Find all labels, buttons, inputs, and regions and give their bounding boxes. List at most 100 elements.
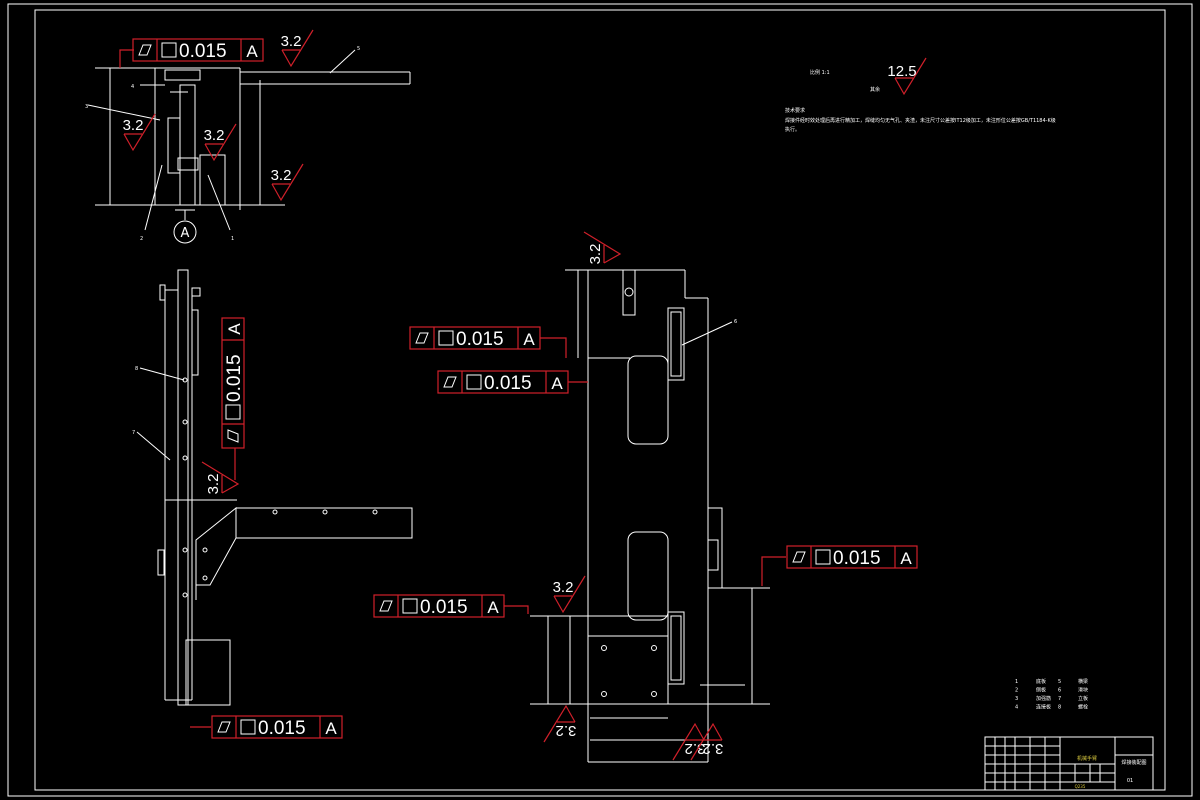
tolerance-frame: 0.015 A xyxy=(437,370,569,394)
roughness-value: 3.2 xyxy=(703,740,724,757)
flatness-icon xyxy=(138,44,152,56)
legend-name: 底板 xyxy=(1036,678,1046,685)
svg-text:5: 5 xyxy=(357,46,360,52)
roughness-general: 12.5 xyxy=(887,57,927,96)
legend-no: 6 xyxy=(1058,688,1061,694)
square-icon xyxy=(161,42,177,58)
top-left-view: A 3 4 5 2 1 xyxy=(85,46,411,244)
roughness-value: 3.2 xyxy=(204,127,225,144)
legend-name: 立板 xyxy=(1078,695,1088,702)
tolerance-frame: 0.015 A xyxy=(132,38,264,62)
title-block: 机械手臂 焊接装配图 01 Q235 xyxy=(984,736,1154,791)
parts-legend: 1 底板 5 横梁 2 侧板 6 滑块 3 加强筋 7 立板 4 连接板 8 螺栓 xyxy=(1015,678,1088,711)
tolerance-datum: A xyxy=(900,549,912,568)
roughness-symbol: 3.2 xyxy=(123,113,156,152)
title-block-material: Q235 xyxy=(1075,784,1086,789)
tolerance-value: 0.015 xyxy=(258,718,306,739)
tech-heading: 技术要求 xyxy=(785,107,805,114)
svg-text:2: 2 xyxy=(140,236,143,242)
roughness-symbol: 3.2 xyxy=(672,722,705,761)
legend-no: 2 xyxy=(1015,688,1018,694)
legend-name: 连接板 xyxy=(1036,704,1051,711)
roughness-value: 3.2 xyxy=(205,474,222,495)
roughness-symbol: 3.2 xyxy=(201,461,240,495)
tolerance-datum: A xyxy=(325,719,337,738)
roughness-value: 12.5 xyxy=(887,63,916,80)
tolerance-datum: A xyxy=(551,374,563,393)
datum-label: A xyxy=(181,226,190,241)
tolerance-value: 0.015 xyxy=(833,548,881,569)
svg-text:4: 4 xyxy=(131,84,134,90)
roughness-symbol: 3.2 xyxy=(583,231,622,265)
flatness-icon xyxy=(792,551,806,563)
roughness-symbol: 3.2 xyxy=(281,29,314,68)
right-view: 6 xyxy=(530,269,770,763)
square-icon xyxy=(815,549,831,565)
square-icon xyxy=(466,374,482,390)
roughness-symbol: 3.2 xyxy=(543,704,577,743)
tolerance-frame: 0.015 A xyxy=(211,715,343,739)
notes: 比例 1:1 其余 技术要求 焊接件经时效处理后再进行精加工，焊缝均匀无气孔、夹… xyxy=(785,69,1056,133)
svg-text:7: 7 xyxy=(132,430,135,436)
legend-no: 8 xyxy=(1058,705,1061,711)
legend-no: 5 xyxy=(1058,679,1061,685)
rest-note: 其余 xyxy=(870,86,880,93)
tolerance-value: 0.015 xyxy=(224,354,245,402)
scale-note: 比例 1:1 xyxy=(810,69,830,76)
legend-name: 滑块 xyxy=(1078,687,1088,694)
roughness-value: 3.2 xyxy=(587,244,604,265)
tolerance-datum: A xyxy=(225,323,244,335)
title-block-sheet: 01 xyxy=(1127,778,1133,784)
roughness-symbol: 3.2 xyxy=(204,123,237,162)
flatness-icon xyxy=(415,332,429,344)
outer-frame xyxy=(7,3,1193,797)
roughness-symbol: 3.2 xyxy=(690,722,724,761)
inner-frame xyxy=(34,9,1166,791)
legend-no: 1 xyxy=(1015,679,1018,685)
legend-no: 3 xyxy=(1015,696,1018,702)
legend-name: 侧板 xyxy=(1036,687,1046,694)
roughness-symbol: 3.2 xyxy=(271,163,304,202)
tech-text-2: 执行。 xyxy=(785,126,800,133)
legend-name: 螺栓 xyxy=(1078,704,1088,711)
flatness-icon xyxy=(379,600,393,612)
svg-text:6: 6 xyxy=(734,319,737,325)
tolerance-datum: A xyxy=(487,598,499,617)
legend-no: 7 xyxy=(1058,696,1061,702)
tolerance-value: 0.015 xyxy=(456,329,504,350)
flatness-icon xyxy=(443,376,457,388)
roughness-value: 3.2 xyxy=(271,167,292,184)
tolerance-value: 0.015 xyxy=(484,373,532,394)
svg-text:1: 1 xyxy=(231,236,234,242)
tech-text: 焊接件经时效处理后再进行精加工，焊缝均匀无气孔、夹渣，未注尺寸公差按IT12级加… xyxy=(785,117,1056,124)
svg-text:8: 8 xyxy=(135,366,138,372)
tolerance-frame: 0.015 A xyxy=(221,317,245,449)
square-icon xyxy=(402,598,418,614)
title-block-drawing-name: 焊接装配图 xyxy=(1121,759,1146,766)
square-icon xyxy=(240,719,256,735)
roughness-symbol: 3.2 xyxy=(553,575,586,614)
square-icon xyxy=(225,404,241,420)
tolerance-datum: A xyxy=(246,42,258,61)
tolerance-value: 0.015 xyxy=(179,41,227,62)
roughness-value: 3.2 xyxy=(281,33,302,50)
square-icon xyxy=(438,330,454,346)
legend-name: 横梁 xyxy=(1078,678,1088,685)
legend-name: 加强筋 xyxy=(1036,695,1051,702)
roughness-value: 3.2 xyxy=(553,579,574,596)
tolerance-frame: 0.015 A xyxy=(409,326,541,350)
tolerance-frame: 0.015 A xyxy=(786,545,918,569)
flatness-icon xyxy=(217,721,231,733)
roughness-value: 3.2 xyxy=(556,722,577,739)
flatness-icon xyxy=(227,429,239,443)
roughness-value: 3.2 xyxy=(123,117,144,134)
lower-left-view: 8 7 xyxy=(132,269,413,706)
tolerance-datum: A xyxy=(523,330,535,349)
legend-no: 4 xyxy=(1015,705,1018,711)
title-block-title: 机械手臂 xyxy=(1077,755,1097,762)
svg-text:3: 3 xyxy=(85,104,88,110)
